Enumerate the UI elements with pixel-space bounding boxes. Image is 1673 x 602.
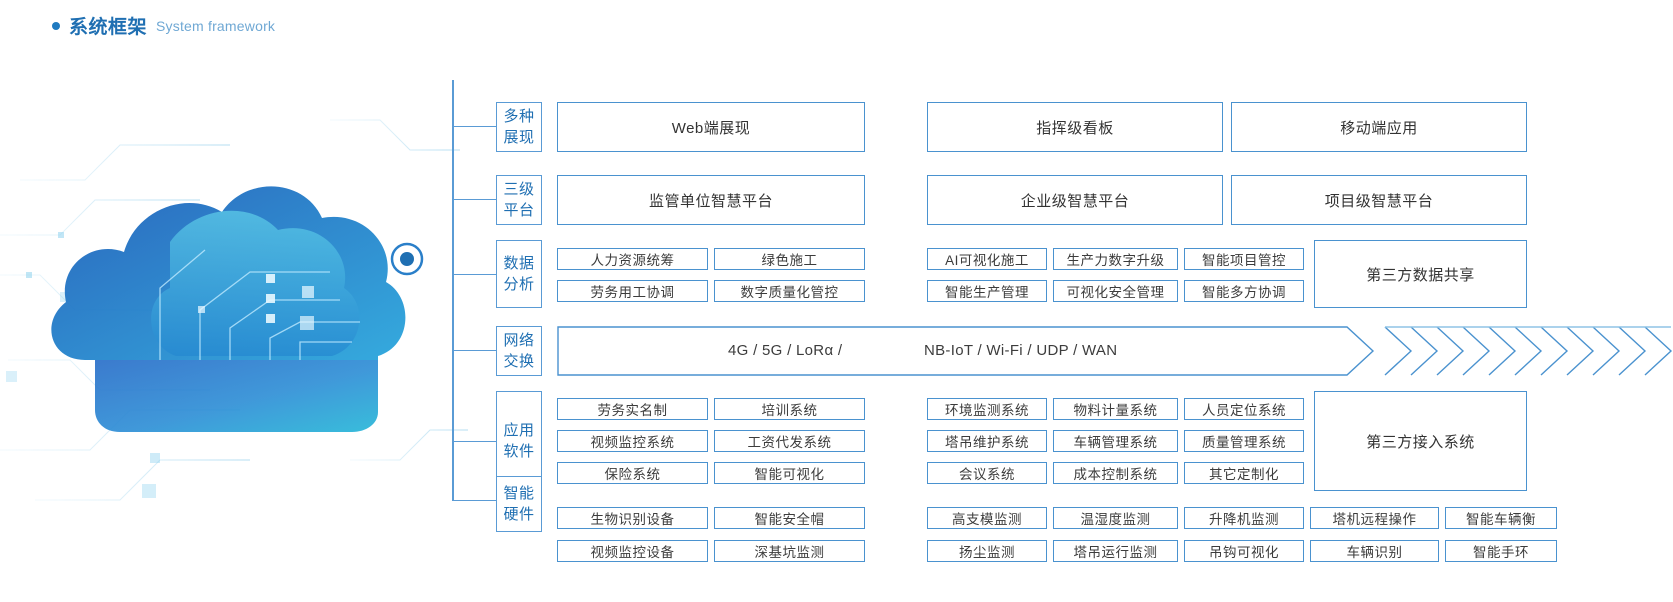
box-digital-quality-control[interactable]: 数字质量化管控 (714, 280, 865, 302)
box-video-surveillance-system[interactable]: 视频监控系统 (557, 430, 708, 452)
box-high-formwork-monitoring[interactable]: 高支模监测 (927, 507, 1047, 529)
connector-tick-3 (452, 274, 496, 275)
box-tower-remote-operation[interactable]: 塔机远程操作 (1310, 507, 1439, 529)
box-hr-coordination[interactable]: 人力资源统筹 (557, 248, 708, 270)
box-material-metering-system[interactable]: 物料计量系统 (1053, 398, 1178, 420)
page-title: 系统框架 System framework (52, 12, 275, 39)
box-payroll-system[interactable]: 工资代发系统 (714, 430, 865, 452)
box-other-customization[interactable]: 其它定制化 (1184, 462, 1304, 484)
box-meeting-system[interactable]: 会议系统 (927, 462, 1047, 484)
box-cost-control-system[interactable]: 成本控制系统 (1053, 462, 1178, 484)
box-productivity-upgrade[interactable]: 生产力数字升级 (1053, 248, 1178, 270)
box-smart-multiparty[interactable]: 智能多方协调 (1184, 280, 1304, 302)
framework-diagram: 多种 展现 Web端展现 指挥级看板 移动端应用 三级 平台 监管单位智慧平台 … (452, 48, 1673, 562)
page-title-en: System framework (156, 17, 276, 34)
box-video-surveillance-device[interactable]: 视频监控设备 (557, 540, 708, 562)
diagram-spine (452, 80, 454, 500)
category-smart-hardware: 智能 硬件 (496, 476, 542, 532)
network-text-left: 4G / 5G / LoRα / (728, 342, 843, 359)
connector-tick-4 (452, 350, 496, 351)
category-data-analysis: 数据 分析 (496, 240, 542, 308)
box-labor-realname[interactable]: 劳务实名制 (557, 398, 708, 420)
network-text-right: NB-IoT / Wi-Fi / UDP / WAN (924, 342, 1118, 359)
box-enterprise-platform[interactable]: 企业级智慧平台 (927, 175, 1223, 225)
box-deep-pit-monitoring[interactable]: 深基坑监测 (714, 540, 865, 562)
category-label-line2: 展现 (503, 129, 535, 146)
box-mobile-app[interactable]: 移动端应用 (1231, 102, 1527, 152)
category-network-exchange: 网络 交换 (496, 326, 542, 376)
box-smart-project-control[interactable]: 智能项目管控 (1184, 248, 1304, 270)
box-third-party-access-system[interactable]: 第三方接入系统 (1314, 391, 1527, 491)
box-quality-mgmt-system[interactable]: 质量管理系统 (1184, 430, 1304, 452)
box-env-monitoring-system[interactable]: 环境监测系统 (927, 398, 1047, 420)
box-crane-operation-monitoring[interactable]: 塔吊运行监测 (1053, 540, 1178, 562)
category-label-line2: 分析 (503, 276, 535, 293)
connector-tick-6 (452, 500, 496, 501)
connector-tick-5 (452, 441, 496, 442)
box-project-platform[interactable]: 项目级智慧平台 (1231, 175, 1527, 225)
box-crane-maintenance-system[interactable]: 塔吊维护系统 (927, 430, 1047, 452)
box-smart-weighbridge[interactable]: 智能车辆衡 (1445, 507, 1557, 529)
box-green-construction[interactable]: 绿色施工 (714, 248, 865, 270)
category-label-line1: 应用 (503, 422, 535, 439)
box-web-presentation[interactable]: Web端展现 (557, 102, 865, 152)
box-labor-coordination[interactable]: 劳务用工协调 (557, 280, 708, 302)
box-insurance-system[interactable]: 保险系统 (557, 462, 708, 484)
box-hook-visualization[interactable]: 吊钩可视化 (1184, 540, 1304, 562)
category-label-line1: 智能 (503, 485, 535, 502)
bullet-dot-icon (52, 21, 60, 30)
box-vehicle-mgmt-system[interactable]: 车辆管理系统 (1053, 430, 1178, 452)
category-label-line1: 三级 (503, 181, 535, 198)
connector-tick-1 (452, 126, 496, 127)
category-label-line2: 平台 (503, 202, 535, 219)
box-ai-visual-construction[interactable]: AI可视化施工 (927, 248, 1047, 270)
box-vehicle-recognition[interactable]: 车辆识别 (1310, 540, 1439, 562)
category-label-line1: 网络 (503, 332, 535, 349)
category-label-line1: 数据 (503, 255, 535, 272)
connector-tick-2 (452, 199, 496, 200)
cloud-illustration (0, 60, 470, 540)
box-supervisory-platform[interactable]: 监管单位智慧平台 (557, 175, 865, 225)
box-smart-wristband[interactable]: 智能手环 (1445, 540, 1557, 562)
box-command-dashboard[interactable]: 指挥级看板 (927, 102, 1223, 152)
category-label-line2: 软件 (503, 443, 535, 460)
box-hoist-monitoring[interactable]: 升降机监测 (1184, 507, 1304, 529)
category-presentation: 多种 展现 (496, 102, 542, 152)
category-label-line2: 硬件 (503, 506, 535, 523)
network-band (557, 324, 1673, 378)
page-title-zh: 系统框架 (69, 17, 148, 38)
category-label-line1: 多种 (503, 108, 535, 125)
box-smart-helmet[interactable]: 智能安全帽 (714, 507, 865, 529)
box-third-party-data-sharing[interactable]: 第三方数据共享 (1314, 240, 1527, 308)
box-smart-production-mgmt[interactable]: 智能生产管理 (927, 280, 1047, 302)
box-personnel-positioning-system[interactable]: 人员定位系统 (1184, 398, 1304, 420)
box-smart-visualization[interactable]: 智能可视化 (714, 462, 865, 484)
box-visual-safety-mgmt[interactable]: 可视化安全管理 (1053, 280, 1178, 302)
box-training-system[interactable]: 培训系统 (714, 398, 865, 420)
category-three-tier-platform: 三级 平台 (496, 175, 542, 225)
category-label-line2: 交换 (503, 353, 535, 370)
box-dust-monitoring[interactable]: 扬尘监测 (927, 540, 1047, 562)
category-application-software: 应用 软件 (496, 391, 542, 491)
box-biometric-device[interactable]: 生物识别设备 (557, 507, 708, 529)
box-temp-humidity-monitoring[interactable]: 温湿度监测 (1053, 507, 1178, 529)
